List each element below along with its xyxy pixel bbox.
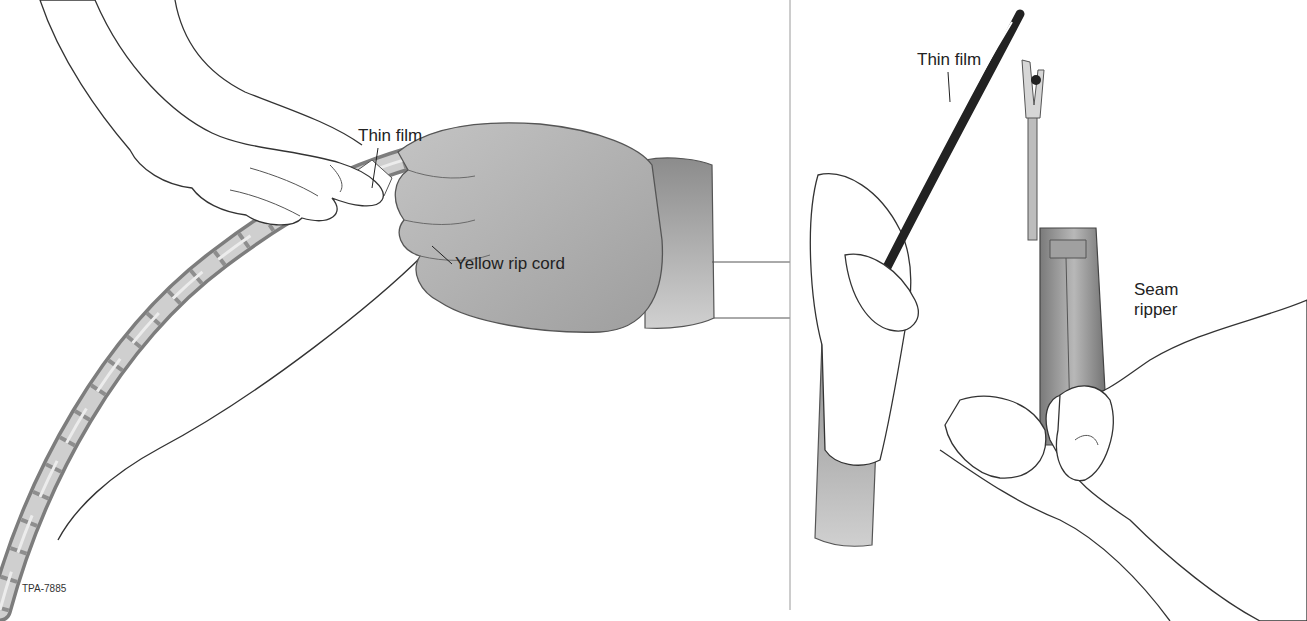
gloved-hand — [395, 123, 790, 332]
right-hand — [940, 300, 1307, 621]
part-label: Thin film — [917, 50, 1037, 70]
part-label: Thin film — [358, 126, 478, 146]
panel-divider — [790, 0, 791, 610]
leader-line — [948, 72, 950, 102]
thin-film — [958, 22, 1012, 118]
part-label: Seam ripper — [1134, 280, 1194, 320]
figure-code: TPA-7885 — [22, 583, 102, 595]
left-hand-right-panel — [810, 174, 910, 546]
bare-hand — [40, 0, 383, 225]
rip-cord — [58, 246, 432, 540]
part-label: Yellow rip cord — [455, 254, 615, 274]
leader-line — [432, 246, 452, 264]
leader-line — [372, 148, 378, 188]
left-hand-thumb — [845, 254, 918, 331]
catheter-tube — [0, 150, 440, 610]
